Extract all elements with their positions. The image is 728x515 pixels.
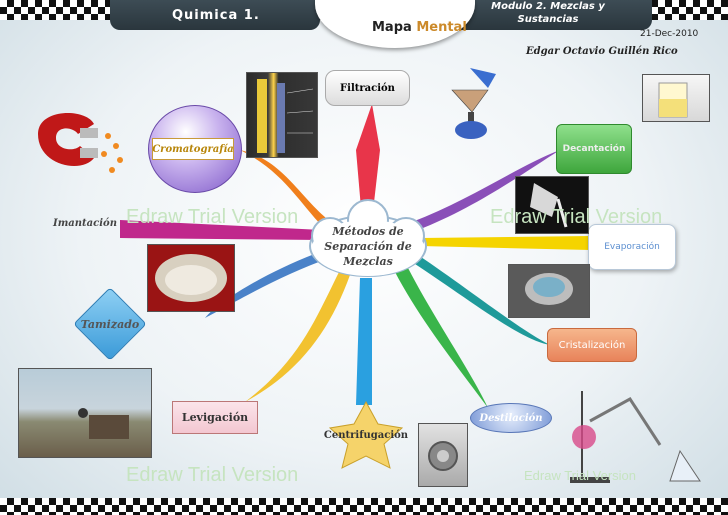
evaporating-dish-photo — [508, 264, 590, 318]
map-title-part1: Mapa — [372, 20, 417, 35]
topic-evaporacion[interactable]: Evaporación — [588, 224, 676, 270]
topic-tamizado[interactable]: Tamizado — [80, 317, 140, 331]
magnet-illustration — [24, 104, 134, 184]
branch-line-filtracion — [356, 104, 380, 220]
checkered-border-bottom — [0, 498, 728, 515]
topic-destilacion[interactable]: Destilación — [470, 403, 552, 433]
module-title: Modulo 2. Mezclas y Sustancias — [491, 1, 605, 25]
branch-line-destilacion — [395, 268, 488, 408]
subject-banner — [110, 0, 320, 30]
map-title: Mapa Mental — [372, 20, 467, 35]
module-banner — [442, 0, 652, 30]
branch-line-evaporacion — [420, 236, 590, 250]
watermark-1: Edraw Trial Version — [126, 206, 299, 228]
centrifuge-photo — [418, 423, 468, 487]
gold-panning-photo — [18, 368, 152, 458]
topic-centrifugacion[interactable]: Centrifugación — [323, 430, 409, 441]
watermark-4: Edraw Trial Version — [524, 468, 636, 483]
distillation-apparatus-illustration — [560, 381, 716, 487]
subject-title: Quimica 1. — [172, 8, 260, 23]
beaker-photo — [642, 74, 710, 122]
map-title-part2: Mental — [416, 20, 467, 35]
topic-cristalizacion[interactable]: Cristalización — [547, 328, 637, 362]
star-centrifugacion — [328, 400, 404, 469]
branch-line-centrifugacion — [356, 278, 372, 405]
chromatography-tubes-photo — [246, 72, 318, 158]
topic-cromatografia[interactable]: Cromatografía — [152, 138, 234, 160]
pouring-liquid-photo — [515, 176, 589, 234]
center-cloud — [309, 199, 427, 277]
sieve-photo — [147, 244, 235, 312]
watermark-2: Edraw Trial Version — [490, 206, 663, 228]
branch-line-cromatografia — [240, 150, 335, 232]
author-name: Edgar Octavio Guillén Rico — [526, 46, 678, 57]
branch-line-levigacion — [245, 270, 350, 402]
date-label: 21-Dec-2010 — [640, 29, 699, 39]
center-topic[interactable]: Métodos de Separación de Mezclas — [324, 224, 412, 268]
branch-line-cristalizacion — [412, 255, 550, 345]
topic-levigacion[interactable]: Levigación — [172, 401, 258, 434]
filter-funnel-illustration — [430, 64, 514, 144]
topic-imantacion[interactable]: Imantación — [53, 217, 117, 229]
topic-filtracion[interactable]: Filtración — [325, 70, 410, 106]
branch-line-tamizado — [205, 250, 330, 318]
topic-decantacion[interactable]: Decantación — [556, 124, 632, 174]
watermark-3: Edraw Trial Version — [126, 464, 299, 486]
branch-line-imantacion — [120, 220, 322, 240]
branch-line-decantacion — [412, 150, 560, 230]
